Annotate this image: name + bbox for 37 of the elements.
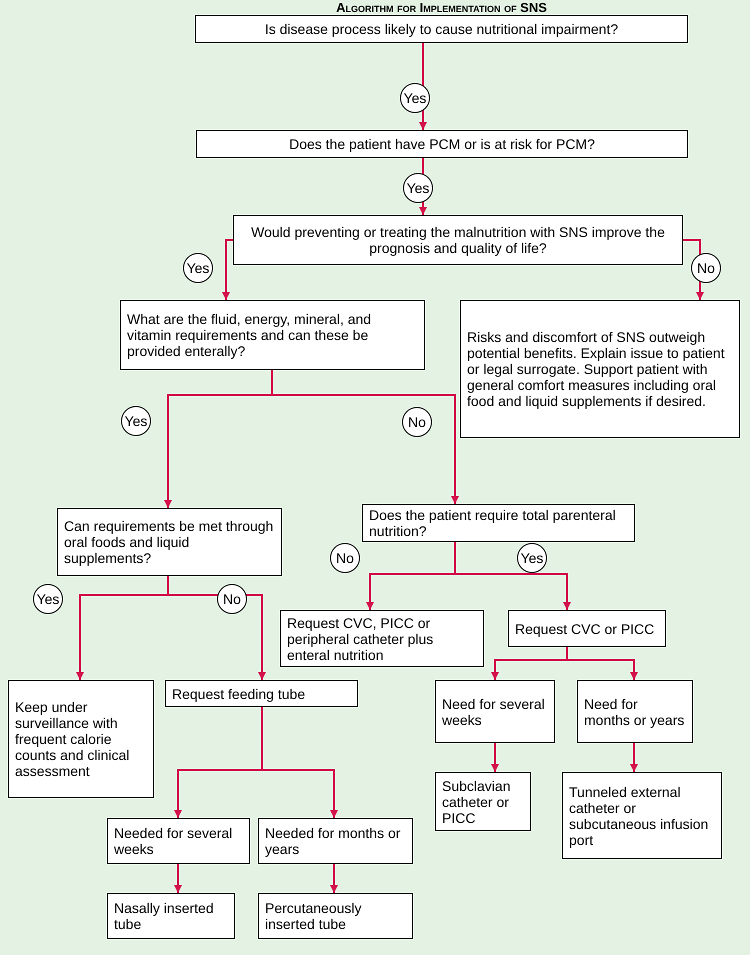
arrow <box>330 864 338 893</box>
process-box: Request feeding tube <box>165 680 358 707</box>
edge-label: Yes <box>400 83 430 113</box>
process-box: Does the patient require total parenteral nutrition? <box>362 504 635 542</box>
diagram-title: Algorithm for Implementation of SNS <box>335 0 548 15</box>
process-box: Needed for months or years <box>258 818 413 864</box>
process-box: Nasally inserted tube <box>107 893 235 939</box>
arrow <box>174 864 182 893</box>
arrow <box>491 743 499 772</box>
process-box: Need for months or years <box>577 680 693 743</box>
arrow <box>630 743 638 772</box>
edge-label: No <box>402 407 432 437</box>
process-box: Request CVC or PICC <box>508 610 666 647</box>
edge-label: Yes <box>517 543 547 573</box>
edge-label: No <box>217 584 247 614</box>
process-box: Percutaneously inserted tube <box>258 893 413 939</box>
edge-label: No <box>691 253 721 283</box>
edge-label: No <box>330 543 360 573</box>
process-box: Would preventing or treating the malnutrition with SNS improve the prognosis and quality of life? <box>233 215 683 265</box>
edge-label: Yes <box>403 173 433 203</box>
process-box: Does the patient have PCM or is at risk for PCM? <box>196 130 688 158</box>
arrow <box>454 542 571 610</box>
process-box: Subclavian catheter or PICC <box>435 772 531 831</box>
process-box: Tunneled external catheter or subcutaneous infusion port <box>562 772 722 859</box>
process-box: Risks and discomfort of SNS outweigh potential benefits. Explain issue to patient or legal surrogate. Support patient with general comfort measures including oral food and liquid supplements if desired. <box>460 300 740 438</box>
process-box: Request CVC, PICC or peripheral catheter plus enteral nutrition <box>280 610 484 667</box>
edge-label: Yes <box>183 253 213 283</box>
process-box: Is disease process likely to cause nutritional impairment? <box>195 15 688 43</box>
process-box: Keep under surveillance with frequent calorie counts and clinical assessment <box>8 680 154 798</box>
process-box: Needed for several weeks <box>107 818 250 864</box>
process-box: Need for several weeks <box>435 680 555 743</box>
edge-label: Yes <box>33 584 63 614</box>
process-box: What are the fluid, energy, mineral, and vitamin requirements and can these be provided enterally? <box>120 300 425 370</box>
process-box: Can requirements be met through oral foods and liquid supplements? <box>57 508 282 576</box>
arrow <box>222 239 233 300</box>
arrow <box>271 370 459 504</box>
edge-label: Yes <box>121 406 151 436</box>
